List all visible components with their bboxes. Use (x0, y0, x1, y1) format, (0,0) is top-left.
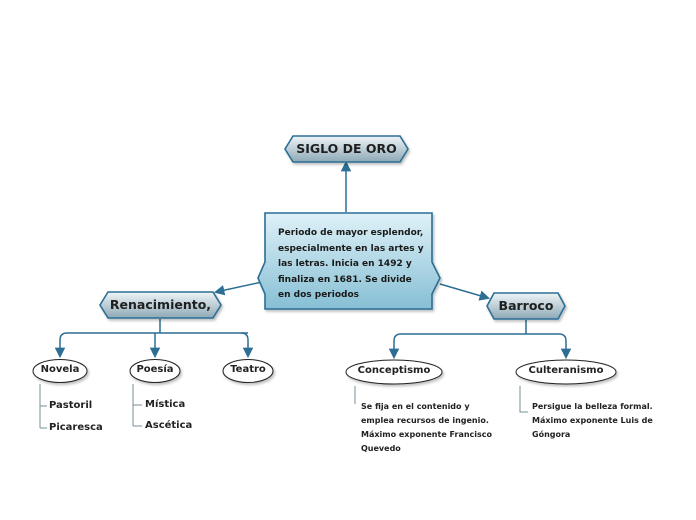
renacimiento-node[interactable] (99, 291, 222, 319)
culteranismo-node[interactable] (515, 359, 617, 385)
barroco-node[interactable] (486, 292, 566, 320)
novela-label: Novela (40, 364, 80, 375)
leaf-picaresca: Picaresca (49, 422, 103, 433)
connector-to-teatro (240, 332, 254, 359)
connector-to-culteranismo (558, 333, 572, 360)
connector-poesia-leaves (132, 384, 142, 427)
leaf-ascetica: Ascética (145, 420, 193, 431)
central-node[interactable] (257, 212, 441, 310)
connector-culteranismo-note (519, 386, 528, 413)
conceptismo-label: Conceptismo (357, 365, 431, 376)
connector-renacimiento-children (67, 319, 248, 334)
root-label: SIGLO DE ORO (296, 141, 397, 156)
teatro-label: Teatro (230, 364, 266, 375)
leaf-mistica: Mística (145, 399, 186, 410)
root-node[interactable] (284, 135, 409, 163)
culteranismo-note: Persigue la belleza formal. Máximo expon… (532, 402, 653, 439)
leaf-pastoril: Pastoril (49, 400, 93, 411)
barroco-label: Barroco (498, 298, 554, 313)
poesia-label: Poesía (136, 364, 174, 375)
connector-central-barroco (439, 283, 491, 301)
conceptismo-note: Se fija en el contenido y emplea recurso… (361, 402, 493, 453)
teatro-node[interactable] (222, 359, 274, 383)
renacimiento-label: Renacimiento, (109, 297, 212, 312)
connector-to-novela (54, 332, 68, 359)
culteranismo-label: Culteranismo (528, 365, 604, 376)
poesia-node[interactable] (129, 359, 181, 383)
connector-novela-leaves (39, 384, 47, 429)
connector-central-renacimiento (213, 281, 263, 296)
central-description: Periodo de mayor esplendor, especialment… (278, 228, 424, 300)
novela-node[interactable] (32, 359, 88, 383)
connector-to-conceptismo (388, 333, 402, 360)
conceptismo-node[interactable] (345, 359, 443, 385)
connector-barroco-children (401, 320, 559, 335)
